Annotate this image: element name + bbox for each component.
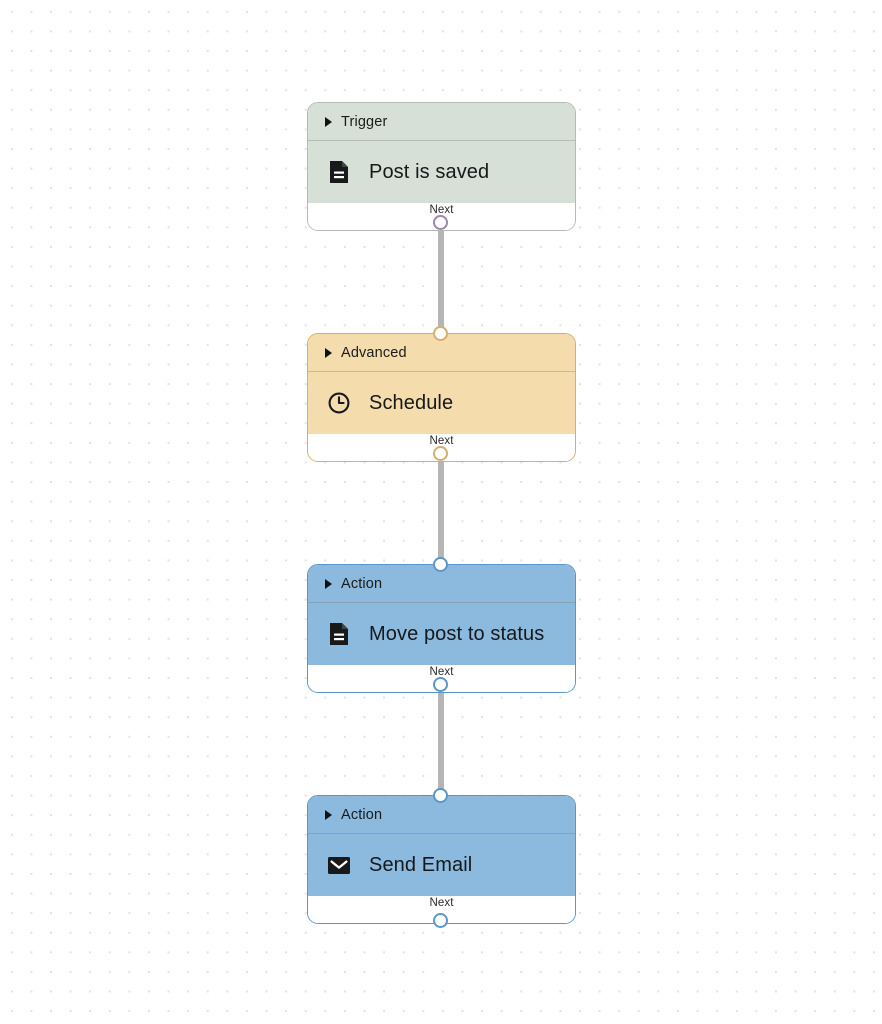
edge-advanced-to-action-1[interactable] xyxy=(438,452,444,564)
node-title: Schedule xyxy=(369,391,454,414)
node-body-action-send-email[interactable]: Send Email xyxy=(308,834,575,896)
node-header-action-move-post[interactable]: Action xyxy=(308,565,575,603)
next-label: Next xyxy=(429,666,454,678)
document-icon xyxy=(327,622,351,646)
output-port-advanced[interactable] xyxy=(433,446,448,461)
disclosure-triangle-icon[interactable] xyxy=(325,578,332,589)
node-title: Move post to status xyxy=(369,622,545,645)
node-category-label: Trigger xyxy=(341,113,388,130)
envelope-icon xyxy=(327,853,351,877)
disclosure-triangle-icon[interactable] xyxy=(325,116,332,127)
edge-trigger-to-advanced[interactable] xyxy=(438,221,444,333)
clock-icon xyxy=(327,391,351,415)
node-body-trigger[interactable]: Post is saved xyxy=(308,141,575,203)
next-label: Next xyxy=(429,204,454,216)
disclosure-triangle-icon[interactable] xyxy=(325,347,332,358)
input-port-advanced[interactable] xyxy=(433,326,448,341)
input-port-action-send-email[interactable] xyxy=(433,788,448,803)
node-header-trigger[interactable]: Trigger xyxy=(308,103,575,141)
node-body-advanced[interactable]: Schedule xyxy=(308,372,575,434)
node-category-label: Action xyxy=(341,806,383,823)
workflow-node-action-send-email[interactable]: Action Send Email Next xyxy=(307,795,576,924)
output-port-action-send-email[interactable] xyxy=(433,913,448,928)
node-category-label: Advanced xyxy=(341,344,407,361)
disclosure-triangle-icon[interactable] xyxy=(325,809,332,820)
input-port-action-move-post[interactable] xyxy=(433,557,448,572)
edge-action-1-to-action-2[interactable] xyxy=(438,683,444,795)
next-label: Next xyxy=(429,897,454,909)
output-port-action-move-post[interactable] xyxy=(433,677,448,692)
workflow-node-trigger[interactable]: Trigger Post is saved Next xyxy=(307,102,576,231)
next-label: Next xyxy=(429,435,454,447)
node-category-label: Action xyxy=(341,575,383,592)
document-icon xyxy=(327,160,351,184)
workflow-node-advanced[interactable]: Advanced Schedule Next xyxy=(307,333,576,462)
workflow-node-action-move-post[interactable]: Action Move post to status Next xyxy=(307,564,576,693)
output-port-trigger[interactable] xyxy=(433,215,448,230)
node-title: Post is saved xyxy=(369,160,490,183)
node-title: Send Email xyxy=(369,853,473,876)
node-body-action-move-post[interactable]: Move post to status xyxy=(308,603,575,665)
